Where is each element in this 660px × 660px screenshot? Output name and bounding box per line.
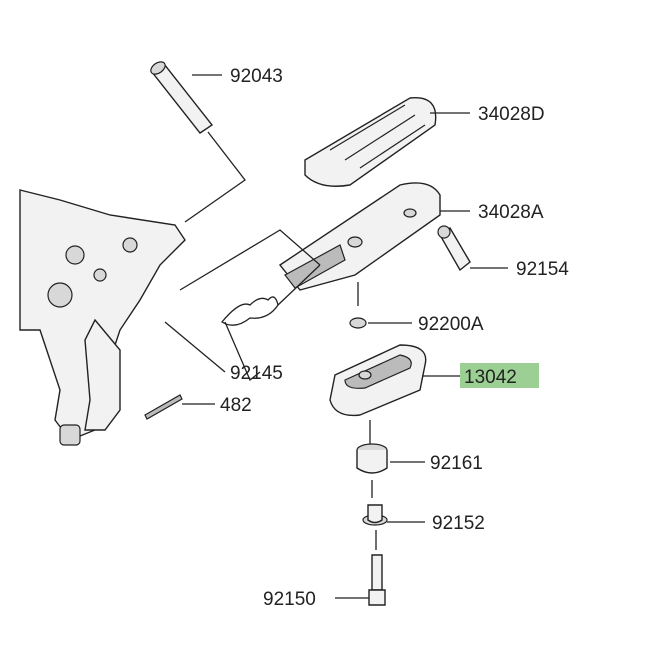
highlight-13042	[460, 363, 539, 388]
label-92152[interactable]: 92152	[432, 513, 485, 534]
label-482[interactable]: 482	[220, 395, 252, 416]
screw-92154	[437, 225, 471, 272]
pin-92043	[150, 61, 214, 134]
collar-92152	[362, 504, 388, 526]
label-92043[interactable]: 92043	[230, 66, 283, 87]
bolt-92150	[368, 554, 386, 606]
label-92161[interactable]: 92161	[430, 453, 483, 474]
washer-92200A	[349, 317, 367, 329]
footpeg-bracket-34028A	[278, 182, 441, 291]
pin-482	[144, 394, 183, 420]
label-13042[interactable]: 13042	[464, 367, 517, 388]
label-34028D[interactable]: 34028D	[478, 104, 545, 125]
label-92154[interactable]: 92154	[516, 259, 569, 280]
spring-92145	[221, 264, 321, 382]
grommet-92161	[356, 443, 388, 474]
label-34028A[interactable]: 34028A	[478, 202, 544, 223]
bank-sensor-13042	[329, 344, 427, 417]
footpeg-rubber-34028D	[304, 97, 437, 187]
label-92200A[interactable]: 92200A	[418, 314, 484, 335]
label-92150[interactable]: 92150	[263, 589, 316, 610]
label-92145[interactable]: 92145	[230, 363, 283, 384]
frame-bracket	[19, 189, 186, 446]
